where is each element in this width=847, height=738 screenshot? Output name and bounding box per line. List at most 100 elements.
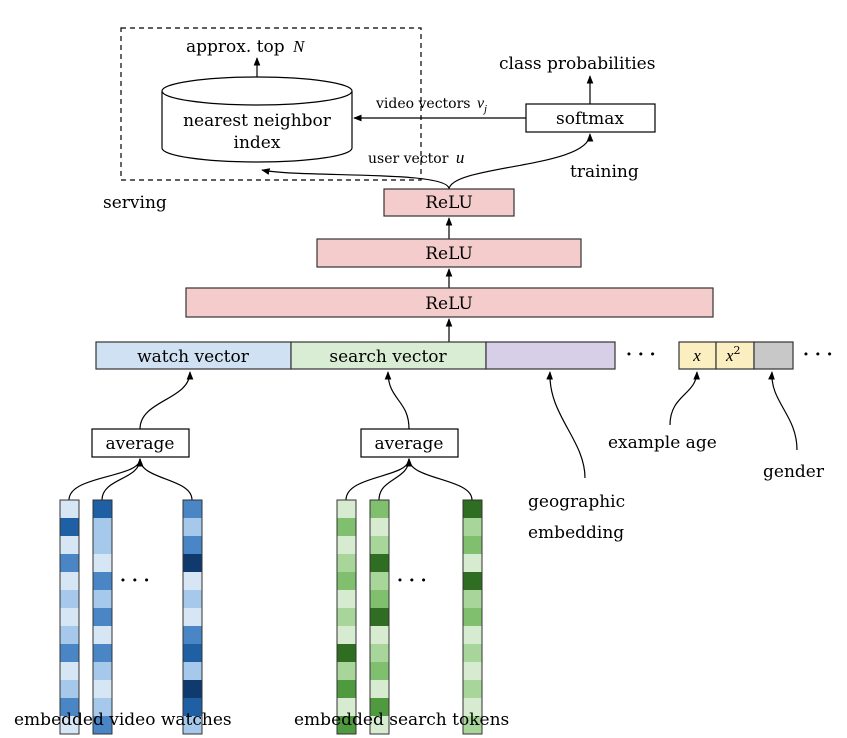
search-embedding-1-cell — [337, 626, 356, 644]
embedded-search-tokens-caption: embedded search tokens — [294, 710, 509, 730]
relu-layer-1 — [185, 287, 714, 318]
search-embedding-3-column — [462, 499, 483, 735]
watch-vector-label: watch vector — [137, 347, 250, 367]
search-average-to-input-arrow — [384, 371, 410, 430]
watch-embedding-1-cell — [60, 590, 79, 608]
index-label-line1: nearest neighbor — [183, 111, 332, 131]
example-age-x-label: x — [692, 346, 701, 365]
watch-embedding-3-cell — [183, 590, 202, 608]
search-embedding-2-cell — [370, 644, 389, 662]
watch-embedding-2-cell — [93, 680, 112, 698]
search-embedding-3-cell — [463, 536, 482, 554]
watch-embedding-3-cell — [183, 500, 202, 518]
watch-average-label: average — [105, 434, 174, 454]
video-vectors-label: video vectors vj — [375, 95, 487, 115]
search-embedding-1-cell — [337, 536, 356, 554]
search-embedding-2-cell — [370, 518, 389, 536]
search-embedding-1-cell — [337, 716, 356, 734]
search-embedding-3-cell — [463, 590, 482, 608]
watch-embedding-1-cell — [60, 518, 79, 536]
search-embedding-1-column — [336, 499, 357, 735]
search-embedding-2-cell — [370, 662, 389, 680]
watch-embedding-2-column — [92, 499, 113, 735]
watch-embedding-2-cell — [93, 536, 112, 554]
search-embedding-1-cell — [337, 608, 356, 626]
watch-embedding-2-cell — [93, 626, 112, 644]
search-embedding-3-cell — [463, 608, 482, 626]
search-embedding-1-cell — [337, 680, 356, 698]
search-embedding-1-cell — [337, 500, 356, 518]
watch-embedding-2-to-average — [101, 458, 144, 501]
watch-average-to-input-arrow — [139, 371, 194, 430]
watch-embedding-2-cell — [93, 500, 112, 518]
search-embedding-3-cell — [463, 572, 482, 590]
example-age-x2-label: x2 — [725, 344, 741, 365]
watch-embedding-3-cell — [183, 680, 202, 698]
watch-embedding-3-cell — [183, 536, 202, 554]
watch-embeddings-ellipsis: · · · — [120, 571, 150, 591]
search-embedding-1-cell — [337, 698, 356, 716]
example-age-x-segment — [678, 341, 717, 370]
search-embedding-2-cell — [370, 716, 389, 734]
watch-embedding-2-cell — [93, 590, 112, 608]
search-embedding-3-cell — [463, 644, 482, 662]
watch-embedding-1-column — [59, 499, 80, 735]
gender-label: gender — [763, 462, 825, 482]
watch-embedding-1-cell — [60, 572, 79, 590]
watch-embedding-3-column — [182, 499, 203, 735]
user-vector-to-index-arrow — [261, 168, 450, 190]
watch-embedding-1-cell — [60, 500, 79, 518]
watch-embedding-1-cell — [60, 626, 79, 644]
relu-layer-2-label: ReLU — [425, 244, 473, 264]
example-age-label: example age — [608, 433, 717, 453]
input-ellipsis-1: · · · — [626, 345, 656, 365]
watch-embedding-3-cell — [183, 554, 202, 572]
watch-embedding-3-to-average — [136, 458, 193, 501]
watch-embedding-3-cell — [183, 518, 202, 536]
approx-top-n-label: approx. top N — [186, 37, 306, 57]
search-embedding-2-cell — [370, 500, 389, 518]
watch-average-box — [91, 428, 190, 458]
search-vector-label: search vector — [329, 347, 447, 367]
watch-embedding-2-cell — [93, 608, 112, 626]
search-embedding-2-cell — [370, 608, 389, 626]
watch-vector-segment — [95, 341, 292, 370]
relu-layer-3-label: ReLU — [425, 193, 473, 213]
search-embedding-2-cell — [370, 626, 389, 644]
search-embedding-1-cell — [337, 518, 356, 536]
relu-layer-1-label: ReLU — [425, 294, 473, 314]
watch-embedding-3-cell — [183, 644, 202, 662]
search-embedding-3-cell — [463, 554, 482, 572]
search-average-label: average — [374, 434, 443, 454]
search-embedding-2-cell — [370, 536, 389, 554]
user-vector-to-softmax-arrow — [448, 133, 594, 190]
geographic-label-line1: geographic — [528, 492, 625, 512]
watch-embedding-2-cell — [93, 572, 112, 590]
search-embedding-3-cell — [463, 716, 482, 734]
search-embedding-2-cell — [370, 680, 389, 698]
input-ellipsis-2: · · · — [803, 345, 833, 365]
search-embedding-3-cell — [463, 680, 482, 698]
relu-layer-2 — [316, 238, 582, 268]
watch-embedding-1-cell — [60, 554, 79, 572]
nearest-neighbor-index: nearest neighbor index — [161, 76, 353, 163]
watch-embedding-1-to-average — [68, 458, 144, 501]
watch-embedding-1-cell — [60, 662, 79, 680]
geographic-label-line2: embedding — [528, 523, 624, 543]
watch-embedding-3-cell — [183, 608, 202, 626]
softmax-label: softmax — [556, 109, 624, 129]
watch-embedding-2-cell — [93, 644, 112, 662]
search-average-box — [360, 428, 459, 458]
watch-embedding-3-cell — [183, 626, 202, 644]
search-embedding-2-to-average — [378, 458, 413, 501]
search-embedding-3-cell — [463, 626, 482, 644]
search-embedding-1-cell — [337, 662, 356, 680]
geographic-to-input-arrow — [546, 371, 586, 479]
watch-embedding-2-cell — [93, 698, 112, 716]
search-embedding-3-cell — [463, 518, 482, 536]
geographic-embedding-segment — [485, 341, 616, 370]
search-embedding-2-cell — [370, 554, 389, 572]
search-embedding-3-cell — [463, 698, 482, 716]
gender-to-input-arrow — [768, 371, 798, 451]
